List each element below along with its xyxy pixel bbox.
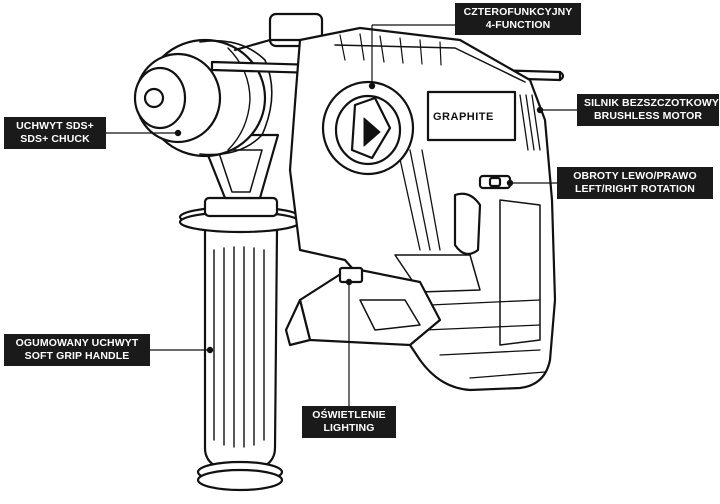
dot-function xyxy=(368,82,376,90)
dot-chuck xyxy=(174,129,182,137)
callout-lighting: OŚWIETLENIE LIGHTING xyxy=(302,406,396,438)
callout-motor: SILNIK BEZSZCZOTKOWY BRUSHLESS MOTOR xyxy=(577,94,719,126)
dot-lighting xyxy=(345,278,353,286)
callout-function-line2: 4-FUNCTION xyxy=(485,19,551,31)
dot-handle xyxy=(206,346,214,354)
callout-rotation-line2: LEFT/RIGHT ROTATION xyxy=(575,183,695,195)
callout-chuck-line1: UCHWYT SDS+ xyxy=(16,120,94,132)
dot-motor xyxy=(536,106,544,114)
callout-function-line1: CZTEROFUNKCYJNY xyxy=(463,6,573,18)
callout-lighting-line2: LIGHTING xyxy=(323,422,375,434)
callout-handle-line2: SOFT GRIP HANDLE xyxy=(24,350,130,362)
dot-rotation xyxy=(506,179,514,187)
leader-dots xyxy=(174,82,544,354)
logo-panel xyxy=(426,90,517,142)
callout-chuck-line2: SDS+ CHUCK xyxy=(20,133,90,145)
callout-lighting-line1: OŚWIETLENIE xyxy=(312,409,386,421)
sds-chuck xyxy=(133,12,332,158)
callout-function: CZTEROFUNKCYJNY 4-FUNCTION xyxy=(455,3,581,35)
callout-rotation-line1: OBROTY LEWO/PRAWO xyxy=(573,170,697,182)
battery-base xyxy=(284,266,442,347)
side-handle xyxy=(178,133,302,492)
leader-lines xyxy=(102,24,580,408)
callout-rotation: OBROTY LEWO/PRAWO LEFT/RIGHT ROTATION xyxy=(557,167,713,199)
callout-motor-line1: SILNIK BEZSZCZOTKOWY xyxy=(584,97,719,109)
callout-motor-line2: BRUSHLESS MOTOR xyxy=(593,110,703,122)
brand-logo: GRAPHITE xyxy=(433,111,494,123)
callout-chuck: UCHWYT SDS+ SDS+ CHUCK xyxy=(4,117,106,149)
mode-dial xyxy=(321,80,415,176)
callout-handle-line1: OGUMOWANY UCHWYT xyxy=(15,337,139,349)
callout-handle: OGUMOWANY UCHWYT SOFT GRIP HANDLE xyxy=(4,334,150,366)
